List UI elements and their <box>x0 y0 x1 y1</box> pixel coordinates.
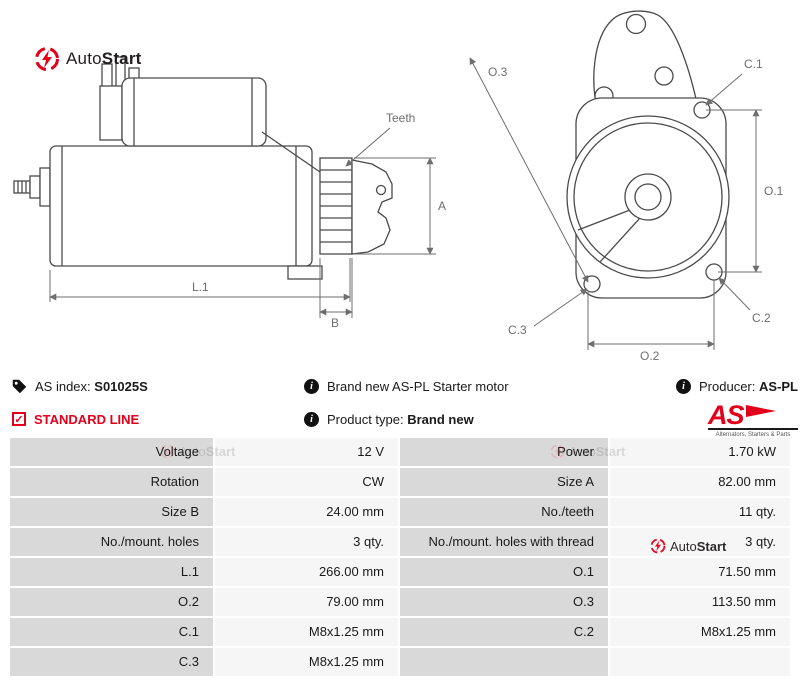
product-type-value: Brand new <box>407 411 474 427</box>
spec-value: 71.50 mm <box>610 558 790 586</box>
as-index-text: AS index: S01025S <box>35 379 148 394</box>
spec-value: 266.00 mm <box>215 558 398 586</box>
producer-text: Producer: AS-PL <box>699 379 798 394</box>
spec-label: Size B <box>10 498 213 526</box>
as-index-value: S01025S <box>94 378 148 394</box>
spec-value: 79.00 mm <box>215 588 398 616</box>
standard-line-label: STANDARD LINE <box>34 411 140 427</box>
spec-label: Rotation <box>10 468 213 496</box>
brand-name-start: Start <box>101 49 142 68</box>
spec-value: M8x1.25 mm <box>215 618 398 646</box>
spec-value: 12 V <box>215 438 398 466</box>
spec-label: Size A <box>400 468 608 496</box>
spec-value: 82.00 mm <box>610 468 790 496</box>
spec-label: C.2 <box>400 618 608 646</box>
spec-label: L.1 <box>10 558 213 586</box>
product-info: AS index: S01025S i Brand new AS-PL Star… <box>0 370 800 438</box>
producer-value: AS-PL <box>759 378 798 394</box>
autostart-logo-text: AutoStart <box>66 49 142 69</box>
aspl-logo-item: AS Alternators, Starters & Parts <box>676 399 800 438</box>
product-type-item: i Product type: Brand new <box>304 402 676 436</box>
producer-item: i Producer: AS-PL <box>676 370 800 402</box>
dim-label-o3: O.3 <box>488 65 508 79</box>
aspl-logo-text: AS <box>708 399 745 430</box>
spec-label: C.1 <box>10 618 213 646</box>
spec-label: No./teeth <box>400 498 608 526</box>
dim-label-c3: C.3 <box>508 323 527 337</box>
check-icon: ✓ <box>12 412 26 426</box>
technical-drawing: L.1 B A Teeth <box>13 10 784 363</box>
dim-label-o2: O.2 <box>640 349 660 363</box>
spec-label: O.3 <box>400 588 608 616</box>
info-icon: i <box>304 411 319 427</box>
as-index-label: AS index: <box>35 378 91 394</box>
spec-value: 1.70 kW <box>610 438 790 466</box>
autostart-logo-icon <box>35 47 59 71</box>
autostart-logo: AutoStart <box>34 46 142 72</box>
dim-label-c2: C.2 <box>752 311 771 325</box>
dim-label-teeth: Teeth <box>386 111 415 125</box>
spec-label: O.2 <box>10 588 213 616</box>
info-icon: i <box>676 378 691 394</box>
producer-label: Producer: <box>699 378 756 394</box>
brand-name-auto: Auto <box>66 49 102 68</box>
spec-label: Voltage <box>10 438 213 466</box>
spec-value <box>610 648 790 676</box>
spec-value: CW <box>215 468 398 496</box>
tag-icon <box>12 379 27 393</box>
front-view-dimensions <box>469 57 762 350</box>
spec-value: M8x1.25 mm <box>215 648 398 676</box>
spec-value: 24.00 mm <box>215 498 398 526</box>
spec-label: No./mount. holes <box>10 528 213 556</box>
dim-label-c1: C.1 <box>744 57 763 71</box>
spec-value: 3 qty. <box>215 528 398 556</box>
front-view <box>566 10 730 299</box>
aspl-tagline: Alternators, Starters & Parts <box>715 431 791 438</box>
spec-value: 11 qty. <box>610 498 790 526</box>
description-text: Brand new AS-PL Starter motor <box>327 378 509 394</box>
product-type-text: Product type: Brand new <box>327 412 474 427</box>
spec-label: No./mount. holes with thread <box>400 528 608 556</box>
side-view-dimensions <box>49 127 436 318</box>
spec-label: O.1 <box>400 558 608 586</box>
description-item: i Brand new AS-PL Starter motor <box>304 370 676 402</box>
spec-label: C.3 <box>10 648 213 676</box>
spec-label: Power <box>400 438 608 466</box>
aspl-logo: AS Alternators, Starters & Parts <box>708 399 800 438</box>
info-icon: i <box>304 378 319 394</box>
aspl-logo-top: AS <box>708 399 800 430</box>
dim-label-b: B <box>331 316 339 330</box>
dim-label-o1: O.1 <box>764 184 784 198</box>
aspl-arrow-icon <box>745 404 776 417</box>
dim-label-l1: L.1 <box>192 280 209 294</box>
spec-value: 113.50 mm <box>610 588 790 616</box>
spec-value: 3 qty. <box>610 528 790 556</box>
aspl-underline <box>708 427 798 430</box>
standard-line-item: ✓ STANDARD LINE <box>12 402 304 436</box>
spec-value: M8x1.25 mm <box>610 618 790 646</box>
spec-label <box>400 648 608 676</box>
side-view <box>13 56 393 280</box>
product-type-label: Product type: <box>327 411 404 427</box>
as-index: AS index: S01025S <box>12 370 304 402</box>
starter-motor-drawing: L.1 B A Teeth <box>13 10 784 363</box>
dim-label-a: A <box>438 199 446 213</box>
